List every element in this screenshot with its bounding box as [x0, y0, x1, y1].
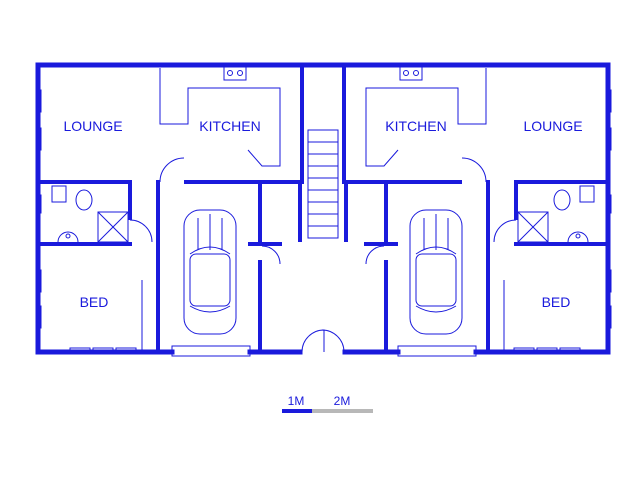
bathroom-left: [51, 185, 129, 243]
window-icon: [35, 269, 42, 293]
window-icon: [605, 269, 612, 293]
interior-walls-left: [36, 63, 304, 352]
window-icon: [92, 347, 114, 355]
window-icon: [35, 194, 42, 214]
toilet-icon: [579, 185, 595, 203]
window-icon: [536, 347, 558, 355]
room-label-kitchen-right: KITCHEN: [385, 118, 446, 134]
window-icon: [35, 89, 42, 113]
window-icon: [605, 305, 612, 329]
sink-icon: [223, 65, 247, 81]
shower-icon: [97, 211, 129, 243]
room-label-bed-left: BED: [80, 294, 109, 310]
window-icon: [605, 127, 612, 151]
window-icon: [605, 194, 612, 214]
room-label-lounge-right: LOUNGE: [523, 118, 582, 134]
door-icon: [321, 329, 345, 353]
room-label-lounge-left: LOUNGE: [63, 118, 122, 134]
window-icon: [115, 347, 137, 355]
door-icon: [493, 219, 517, 243]
windows: [35, 89, 612, 357]
window-icon: [559, 347, 581, 355]
outer-walls: [35, 62, 611, 355]
car-icon: [183, 209, 237, 335]
door-icon: [261, 245, 281, 265]
window-icon: [35, 127, 42, 151]
toilet-icon: [51, 185, 67, 203]
car-icon: [409, 209, 463, 335]
shower-icon: [517, 211, 549, 243]
garage-door: [171, 345, 251, 357]
scale-bar: 1M 2M: [282, 394, 373, 413]
bathroom-right: [517, 185, 595, 243]
basin-icon: [57, 231, 79, 243]
garage-door: [397, 345, 477, 357]
room-label-kitchen-left: KITCHEN: [199, 118, 260, 134]
toilet-icon: [75, 189, 93, 211]
stairs-icon: [307, 129, 339, 239]
basin-icon: [567, 231, 589, 243]
window-icon: [69, 347, 91, 355]
door-icon: [129, 219, 153, 243]
kitchen-right-counter: [365, 65, 487, 167]
scale-label-1m: 1M: [288, 394, 305, 408]
window-icon: [513, 347, 535, 355]
interior-walls-right: [342, 63, 610, 352]
doors: [129, 157, 517, 353]
toilet-icon: [553, 189, 571, 211]
door-icon: [301, 329, 325, 353]
door-icon: [365, 245, 385, 265]
scale-label-2m: 2M: [334, 394, 351, 408]
room-label-bed-right: BED: [542, 294, 571, 310]
window-icon: [35, 305, 42, 329]
door-icon: [159, 157, 185, 183]
kitchen-left-counter: [159, 65, 281, 167]
window-icon: [605, 89, 612, 113]
sink-icon: [399, 65, 423, 81]
door-icon: [461, 157, 487, 183]
